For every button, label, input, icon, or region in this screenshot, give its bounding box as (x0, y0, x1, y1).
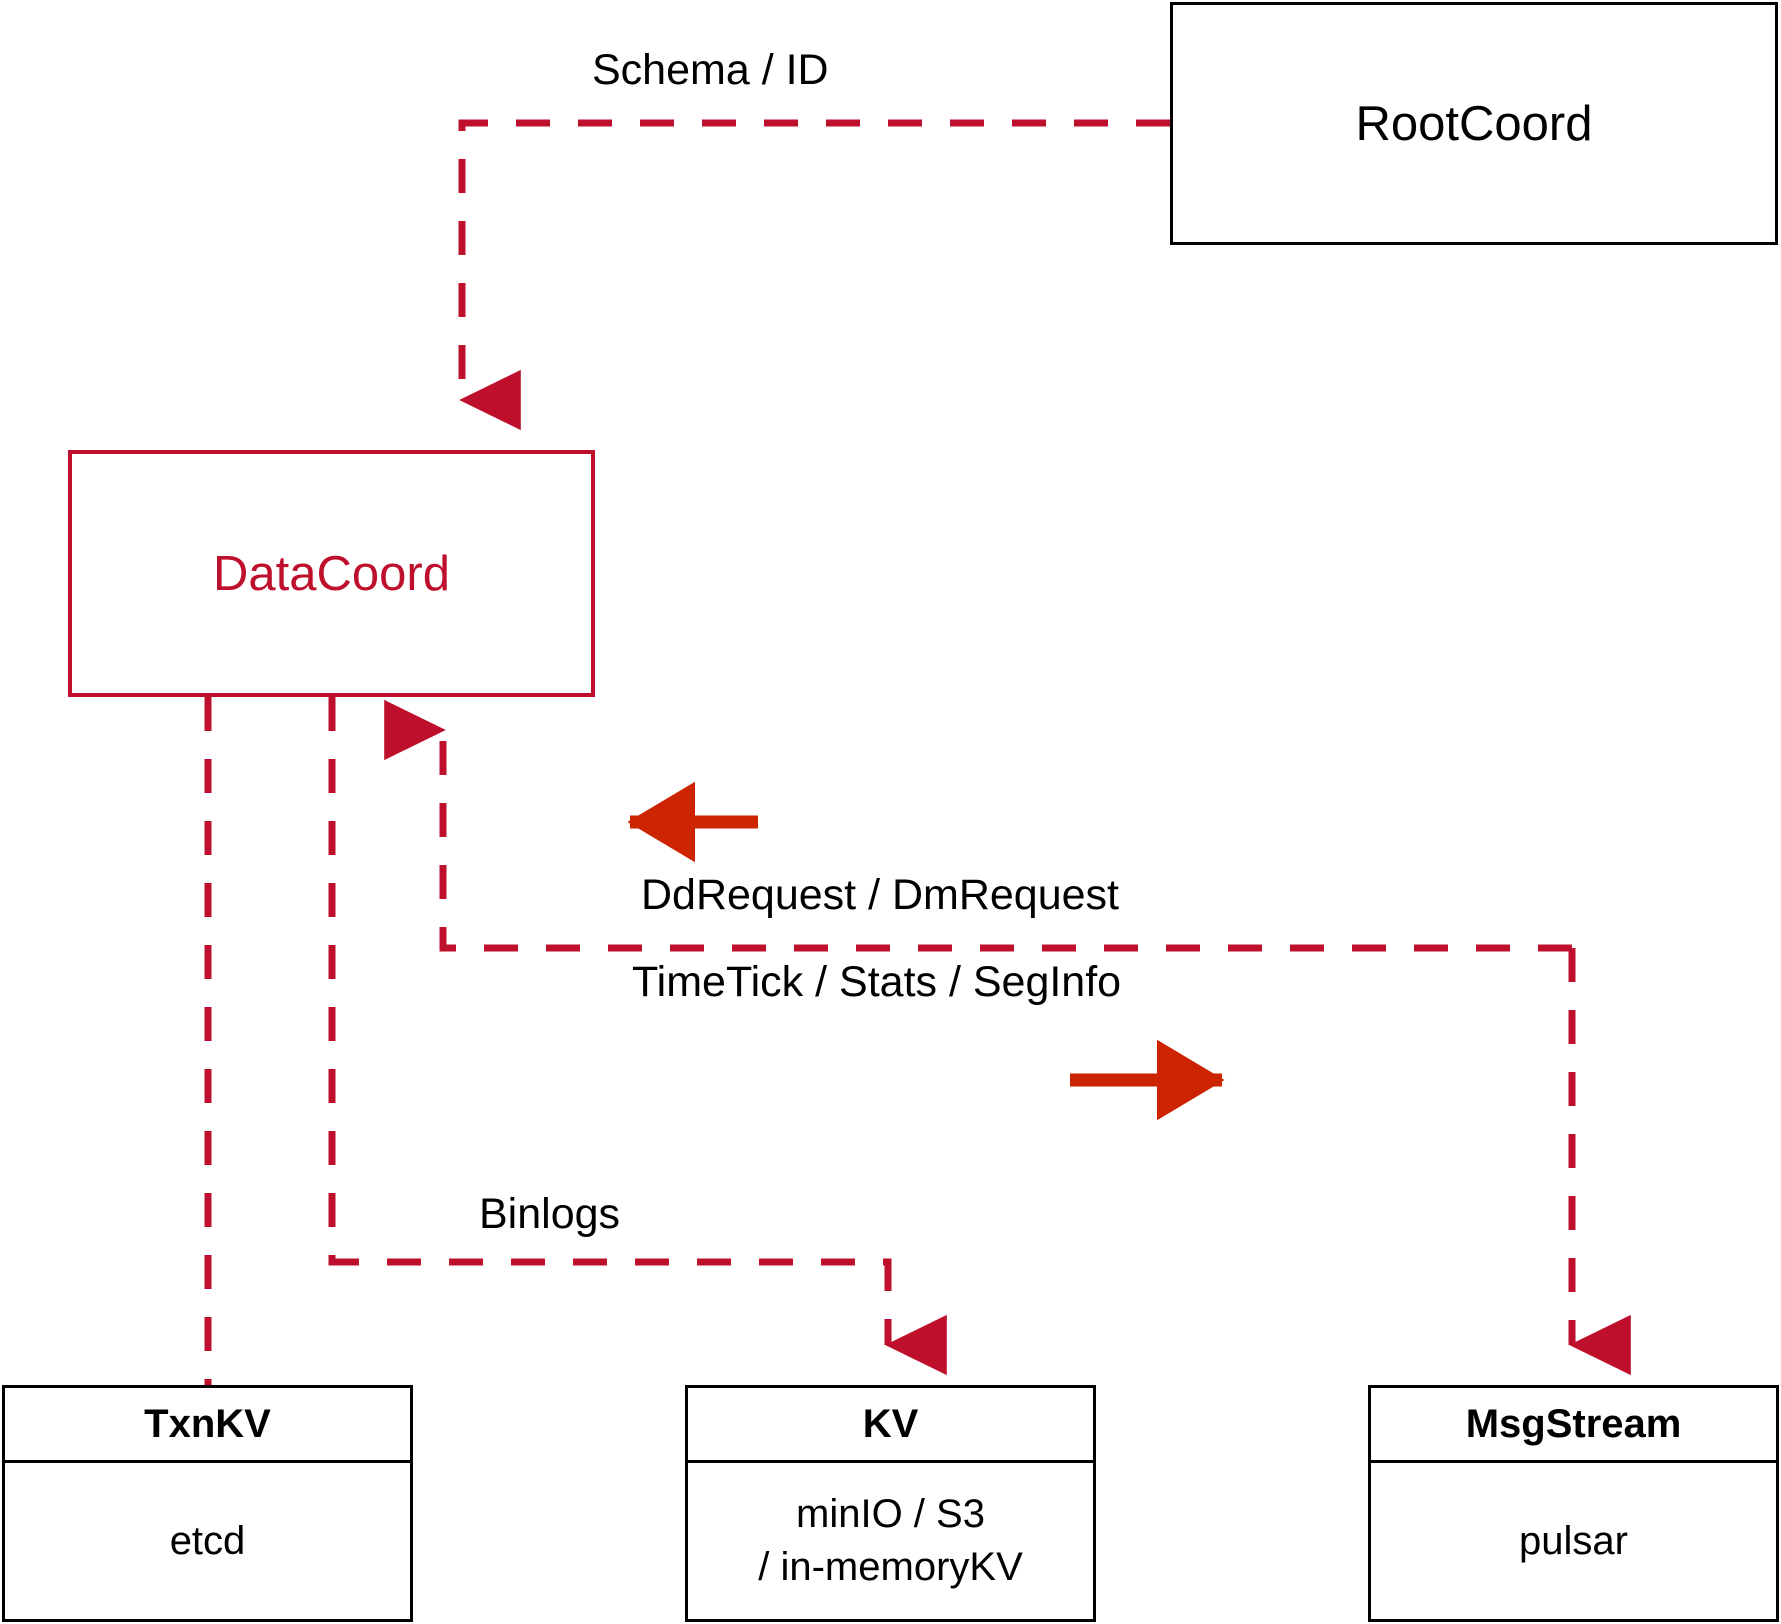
node-txnkv-body: etcd (5, 1463, 410, 1619)
node-txnkv-line1: etcd (169, 1518, 246, 1563)
node-rootcoord-label: RootCoord (1355, 96, 1593, 151)
node-txnkv-title: TxnKV (5, 1388, 410, 1463)
node-datacoord-label: DataCoord (213, 546, 450, 601)
node-kv-body: minIO / S3 / in-memoryKV (688, 1463, 1093, 1619)
node-kv-line1: minIO / S3 (796, 1492, 985, 1537)
node-datacoord[interactable]: DataCoord (68, 450, 595, 697)
node-msgstream-title: MsgStream (1371, 1388, 1776, 1463)
edge-label-timetick-stats-seginfo: TimeTick / Stats / SegInfo (632, 958, 1122, 1006)
node-kv[interactable]: KV minIO / S3 / in-memoryKV (685, 1385, 1096, 1622)
node-kv-line2: / in-memoryKV (758, 1545, 1023, 1589)
edge-rootcoord-to-datacoord (458, 119, 1170, 431)
edge-label-dd-dm-request: DdRequest / DmRequest (641, 871, 1119, 919)
edge-label-binlogs: Binlogs (479, 1190, 621, 1238)
edge-datacoord-to-kv-binlogs (328, 697, 947, 1376)
node-txnkv[interactable]: TxnKV etcd (2, 1385, 413, 1622)
node-msgstream-line1: pulsar (1519, 1518, 1628, 1563)
edge-label-schema-id: Schema / ID (592, 46, 829, 94)
node-rootcoord[interactable]: RootCoord (1170, 2, 1778, 245)
node-msgstream-body: pulsar (1371, 1463, 1776, 1619)
node-msgstream[interactable]: MsgStream pulsar (1368, 1385, 1779, 1622)
node-kv-title: KV (688, 1388, 1093, 1463)
